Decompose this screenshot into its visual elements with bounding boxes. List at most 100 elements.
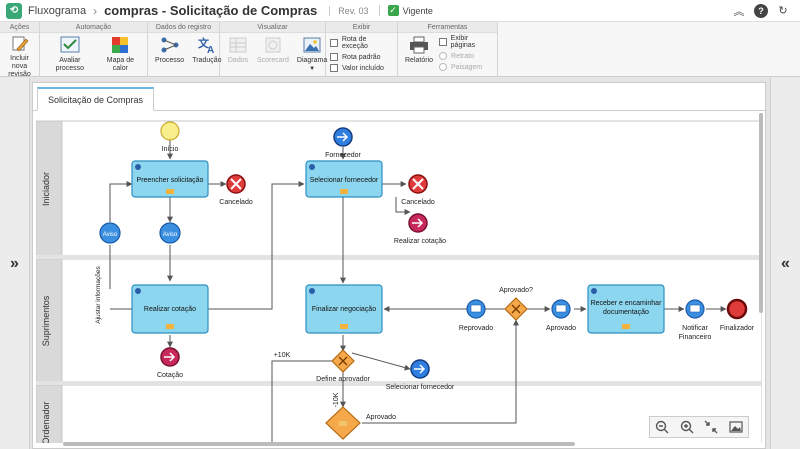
evaluate-process-label: Avaliar processo xyxy=(55,57,85,72)
message-event-fornecedor[interactable]: Fornecedor xyxy=(325,127,362,159)
task-label: Selecionar fornecedor xyxy=(310,177,379,184)
scorecard-button[interactable]: Scorecard xyxy=(253,35,293,76)
report-label: Relatório xyxy=(405,57,434,64)
page-title: compras - Solicitação de Compras xyxy=(104,3,318,18)
included-value-label: Valor incluído xyxy=(342,64,384,72)
tab-solicitacao-compras[interactable]: Solicitação de Compras xyxy=(37,87,155,111)
landscape-radio[interactable]: Paisagem xyxy=(439,63,492,71)
ribbon-group-acoes: Ações Incluir nova revisão xyxy=(0,22,40,78)
heatmap-button[interactable]: Mapa de calor xyxy=(97,35,144,76)
fit-icon xyxy=(704,420,718,434)
expand-right-panel-button[interactable]: « xyxy=(770,78,800,449)
ribbon-group-visualizar: Visualizar Dados Scorecard xyxy=(220,22,327,77)
gateway-define-aprovador[interactable]: Define aprovador xyxy=(316,349,371,383)
envelope-icon xyxy=(555,304,567,313)
start-event[interactable]: Início xyxy=(160,121,180,153)
user-icon xyxy=(309,288,315,294)
diagram-image-icon xyxy=(301,35,323,55)
portrait-radio[interactable]: Retrato xyxy=(439,52,492,60)
process-button[interactable]: Processo xyxy=(151,35,188,76)
link-event-selecionar-fornecedor[interactable]: Selecionar fornecedor xyxy=(386,359,455,391)
user-icon xyxy=(135,288,141,294)
ribbon-group-title: Automação xyxy=(40,22,147,33)
message-event-aviso-2[interactable]: Aviso xyxy=(159,222,181,244)
table-icon xyxy=(227,35,249,55)
svg-text:文: 文 xyxy=(198,36,210,50)
end-event-cancelado-2[interactable]: Cancelado xyxy=(401,174,435,206)
tab-divider xyxy=(33,110,765,111)
report-button[interactable]: Relatório xyxy=(401,35,437,76)
message-event-aviso-1[interactable]: Aviso xyxy=(99,222,121,244)
task-label: Realizar cotação xyxy=(144,306,196,313)
checkbox-icon xyxy=(330,64,338,72)
refresh-icon[interactable]: ↻ xyxy=(778,5,788,17)
horizontal-scrollbar[interactable] xyxy=(63,442,575,446)
breadcrumb-separator: › xyxy=(93,3,98,18)
event-label: Realizar cotação xyxy=(394,238,446,245)
app-name-link[interactable]: Fluxograma xyxy=(28,4,87,17)
event-label: Aviso xyxy=(163,232,178,238)
end-event-cancelado-1[interactable]: Cancelado xyxy=(219,174,253,206)
ribbon-group-title: Ferramentas xyxy=(398,22,497,33)
included-value-checkbox[interactable]: Valor incluído xyxy=(330,64,393,72)
expand-left-panel-button[interactable]: » xyxy=(0,78,30,449)
task-label: documentação xyxy=(603,309,649,316)
gateway-aprovado[interactable]: Aprovado? xyxy=(499,287,533,321)
process-icon xyxy=(159,35,181,55)
exception-route-checkbox[interactable]: Rota de exceção xyxy=(330,36,393,50)
collapse-icon[interactable]: ︽ xyxy=(733,5,745,18)
end-event-label: Finalizador xyxy=(720,325,755,332)
link-event-realizar-cotacao[interactable]: Realizar cotação xyxy=(394,213,446,245)
event-label: Aprovado xyxy=(546,325,576,332)
diagram-canvas[interactable]: Iniciador Suprimentos Ordenador xyxy=(36,117,762,443)
zoom-in-button[interactable] xyxy=(679,419,695,435)
end-event-label: Cancelado xyxy=(219,199,253,206)
new-revision-button[interactable]: Incluir nova revisão xyxy=(3,35,36,78)
diagram-button[interactable]: Diagrama ▼ xyxy=(293,35,331,76)
data-button[interactable]: Dados xyxy=(223,35,253,76)
event-label: Financeiro xyxy=(679,334,712,341)
export-image-button[interactable] xyxy=(728,419,744,435)
exception-route-label: Rota de exceção xyxy=(341,36,368,50)
message-event-notificar-financeiro[interactable]: Notificar Financeiro xyxy=(679,299,712,341)
task-receber-documentacao[interactable]: Receber e encaminhar documentação xyxy=(587,284,665,334)
lane-label-ordenador: Ordenador xyxy=(41,401,51,443)
task-label: Finalizar negociação xyxy=(312,306,376,313)
show-pages-checkbox[interactable]: Exibir páginas xyxy=(439,35,492,49)
zoom-out-button[interactable] xyxy=(654,419,670,435)
double-chevron-left-icon: « xyxy=(781,254,790,272)
gateway-label: Aprovado? xyxy=(499,287,533,294)
task-label: Preencher solicitação xyxy=(137,177,204,184)
link-event-cotacao[interactable]: Cotação xyxy=(157,347,183,379)
evaluate-process-button[interactable]: Avaliar processo xyxy=(43,35,97,76)
envelope-icon xyxy=(689,304,701,313)
printer-icon xyxy=(408,35,430,55)
message-event-aprovado[interactable]: Aprovado xyxy=(546,299,576,332)
diagram-panel: Solicitação de Compras Iniciador xyxy=(32,82,766,449)
lane-label-suprimentos: Suprimentos xyxy=(41,295,51,346)
fit-screen-button[interactable] xyxy=(703,419,719,435)
task-finalizar-negociacao[interactable]: Finalizar negociação xyxy=(305,284,383,334)
process-diagram: Iniciador Suprimentos Ordenador xyxy=(36,120,762,443)
message-event-reprovado[interactable]: Reprovado xyxy=(459,299,493,332)
process-label: Processo xyxy=(155,57,185,64)
help-icon[interactable]: ? xyxy=(754,3,768,18)
end-event-finalizador[interactable]: Finalizador xyxy=(720,298,755,332)
default-route-checkbox[interactable]: Rota padrão xyxy=(330,53,393,61)
user-icon xyxy=(591,288,597,294)
gateway-ordenador[interactable] xyxy=(325,406,361,440)
checkbox-icon xyxy=(330,53,338,61)
task-label: Receber e encaminhar xyxy=(591,300,662,307)
task-realizar-cotacao[interactable]: Realizar cotação xyxy=(131,284,209,334)
ribbon-toolbar: Ações Incluir nova revisão Automação Ava… xyxy=(0,22,800,78)
task-selecionar-fornecedor[interactable]: Selecionar fornecedor xyxy=(305,160,383,198)
task-preencher-solicitacao[interactable]: Preencher solicitação xyxy=(131,160,209,198)
vertical-scrollbar[interactable] xyxy=(759,113,763,313)
event-label: Notificar xyxy=(682,325,708,332)
event-label: Aviso xyxy=(103,232,118,238)
gateway-label: Define aprovador xyxy=(316,376,370,383)
main-area: » « Solicitação de Compras Iniciador xyxy=(0,78,800,449)
